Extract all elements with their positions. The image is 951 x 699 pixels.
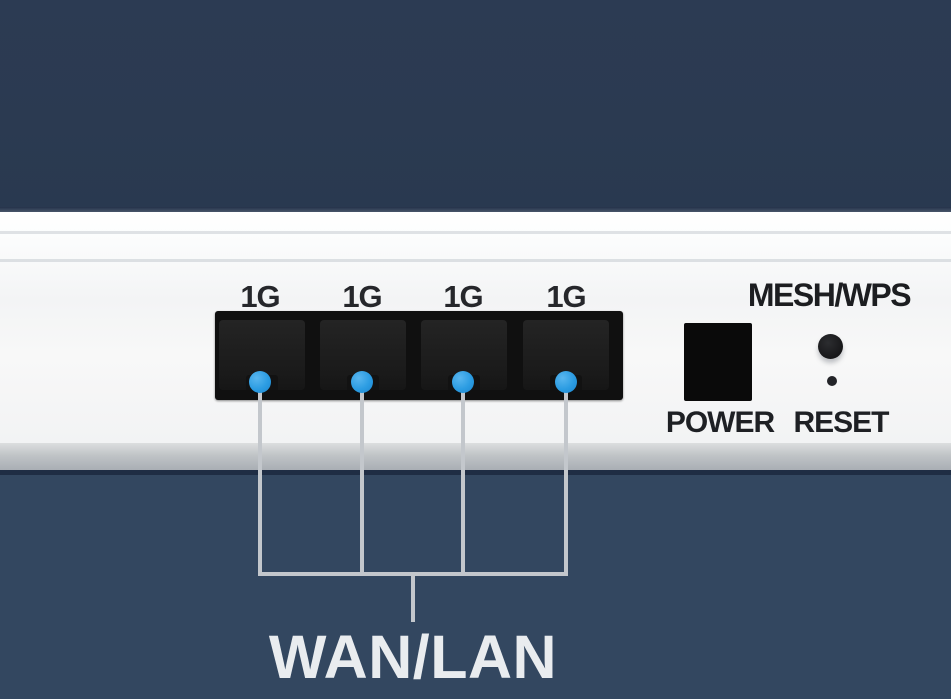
power-label: POWER [665,406,775,439]
router-bottom-strip [0,443,951,470]
callout-stem-line [411,576,415,622]
port-led-indicator-icon [351,371,373,393]
background-top [0,0,951,207]
port-led-indicator-icon [452,371,474,393]
mesh-wps-label: MESH/WPS [747,277,912,313]
router-bottom-shadow [0,470,951,475]
chassis-groove [0,231,951,234]
reset-label: RESET [793,406,889,439]
callout-bracket-line [258,572,568,576]
mesh-wps-button-icon [818,334,843,359]
callout-line-port2 [360,390,364,576]
router-top-edge [0,207,951,212]
chassis-groove [0,259,951,262]
port-speed-label: 1G [342,279,382,314]
power-port-icon [684,323,752,401]
port-speed-label: 1G [240,279,280,314]
port-led-indicator-icon [555,371,577,393]
callout-line-port3 [461,390,465,576]
port-speed-label: 1G [546,279,586,314]
reset-pinhole-icon [827,376,837,386]
port-led-indicator-icon [249,371,271,393]
callout-line-port1 [258,390,262,576]
ethernet-port-cluster [215,311,623,400]
callout-line-port4 [564,390,568,576]
port-speed-label: 1G [443,279,483,314]
wan-lan-label: WAN/LAN [268,623,558,691]
